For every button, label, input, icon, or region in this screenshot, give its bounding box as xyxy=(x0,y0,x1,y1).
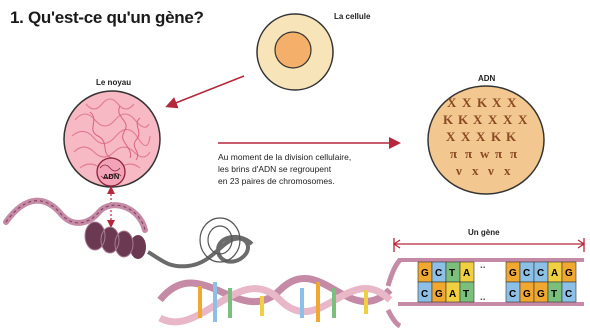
base-letter: C xyxy=(435,268,442,279)
label-dna-nucleus: ADN xyxy=(103,172,119,181)
svg-text:K: K xyxy=(458,112,469,127)
ellipsis-top: .. xyxy=(480,260,486,271)
base-letter: C xyxy=(523,268,530,279)
gene-span-marker xyxy=(394,238,584,252)
svg-text:X: X xyxy=(492,95,502,110)
base-letter: A xyxy=(551,268,558,279)
base-letter: G xyxy=(509,268,517,279)
base-letter: G xyxy=(435,289,443,300)
chromosomes-illustration: XXKXX KKXXXX XXXKK ππwππ νxνx xyxy=(428,86,544,194)
svg-text:x: x xyxy=(472,163,479,178)
svg-text:X: X xyxy=(476,129,486,144)
base-letter: G xyxy=(523,289,531,300)
svg-text:X: X xyxy=(518,112,528,127)
svg-text:X: X xyxy=(488,112,498,127)
base-letter: A xyxy=(449,289,456,300)
base-letter: A xyxy=(463,268,470,279)
base-pair-ladder: G C T A C G A T .. .. G C C A G xyxy=(398,258,584,306)
base-letter: T xyxy=(463,289,469,300)
svg-text:ν: ν xyxy=(487,163,494,178)
base-letter: T xyxy=(449,268,455,279)
svg-text:X: X xyxy=(462,95,472,110)
svg-text:ν: ν xyxy=(455,163,462,178)
svg-text:K: K xyxy=(477,95,488,110)
base-letter: G xyxy=(421,268,429,279)
right-base-group: G C C A G C G G T C xyxy=(506,262,576,302)
base-letter: C xyxy=(421,289,428,300)
svg-text:π: π xyxy=(495,146,502,161)
arrow-cell-to-nucleus xyxy=(168,76,244,106)
nucleus-illustration: ADN xyxy=(64,91,160,187)
base-letter: T xyxy=(551,289,557,300)
base-letter: C xyxy=(565,289,572,300)
svg-text:X: X xyxy=(461,129,471,144)
left-base-group: G C T A C G A T xyxy=(418,262,474,302)
svg-text:K: K xyxy=(443,112,454,127)
base-letter: G xyxy=(565,268,573,279)
svg-text:X: X xyxy=(507,95,517,110)
ellipsis-bottom: .. xyxy=(480,292,486,303)
svg-text:π: π xyxy=(450,146,457,161)
cell-illustration xyxy=(257,14,333,90)
svg-text:K: K xyxy=(491,129,502,144)
svg-text:X: X xyxy=(447,95,457,110)
svg-text:K: K xyxy=(506,129,517,144)
base-letter: G xyxy=(537,289,545,300)
svg-text:π: π xyxy=(465,146,472,161)
dna-helix-illustration xyxy=(6,201,400,326)
svg-text:X: X xyxy=(473,112,483,127)
svg-text:x: x xyxy=(504,163,511,178)
svg-text:π: π xyxy=(510,146,517,161)
svg-text:w: w xyxy=(480,146,490,161)
svg-text:X: X xyxy=(446,129,456,144)
base-letter: C xyxy=(509,289,516,300)
base-letter: C xyxy=(537,268,544,279)
svg-text:X: X xyxy=(503,112,513,127)
